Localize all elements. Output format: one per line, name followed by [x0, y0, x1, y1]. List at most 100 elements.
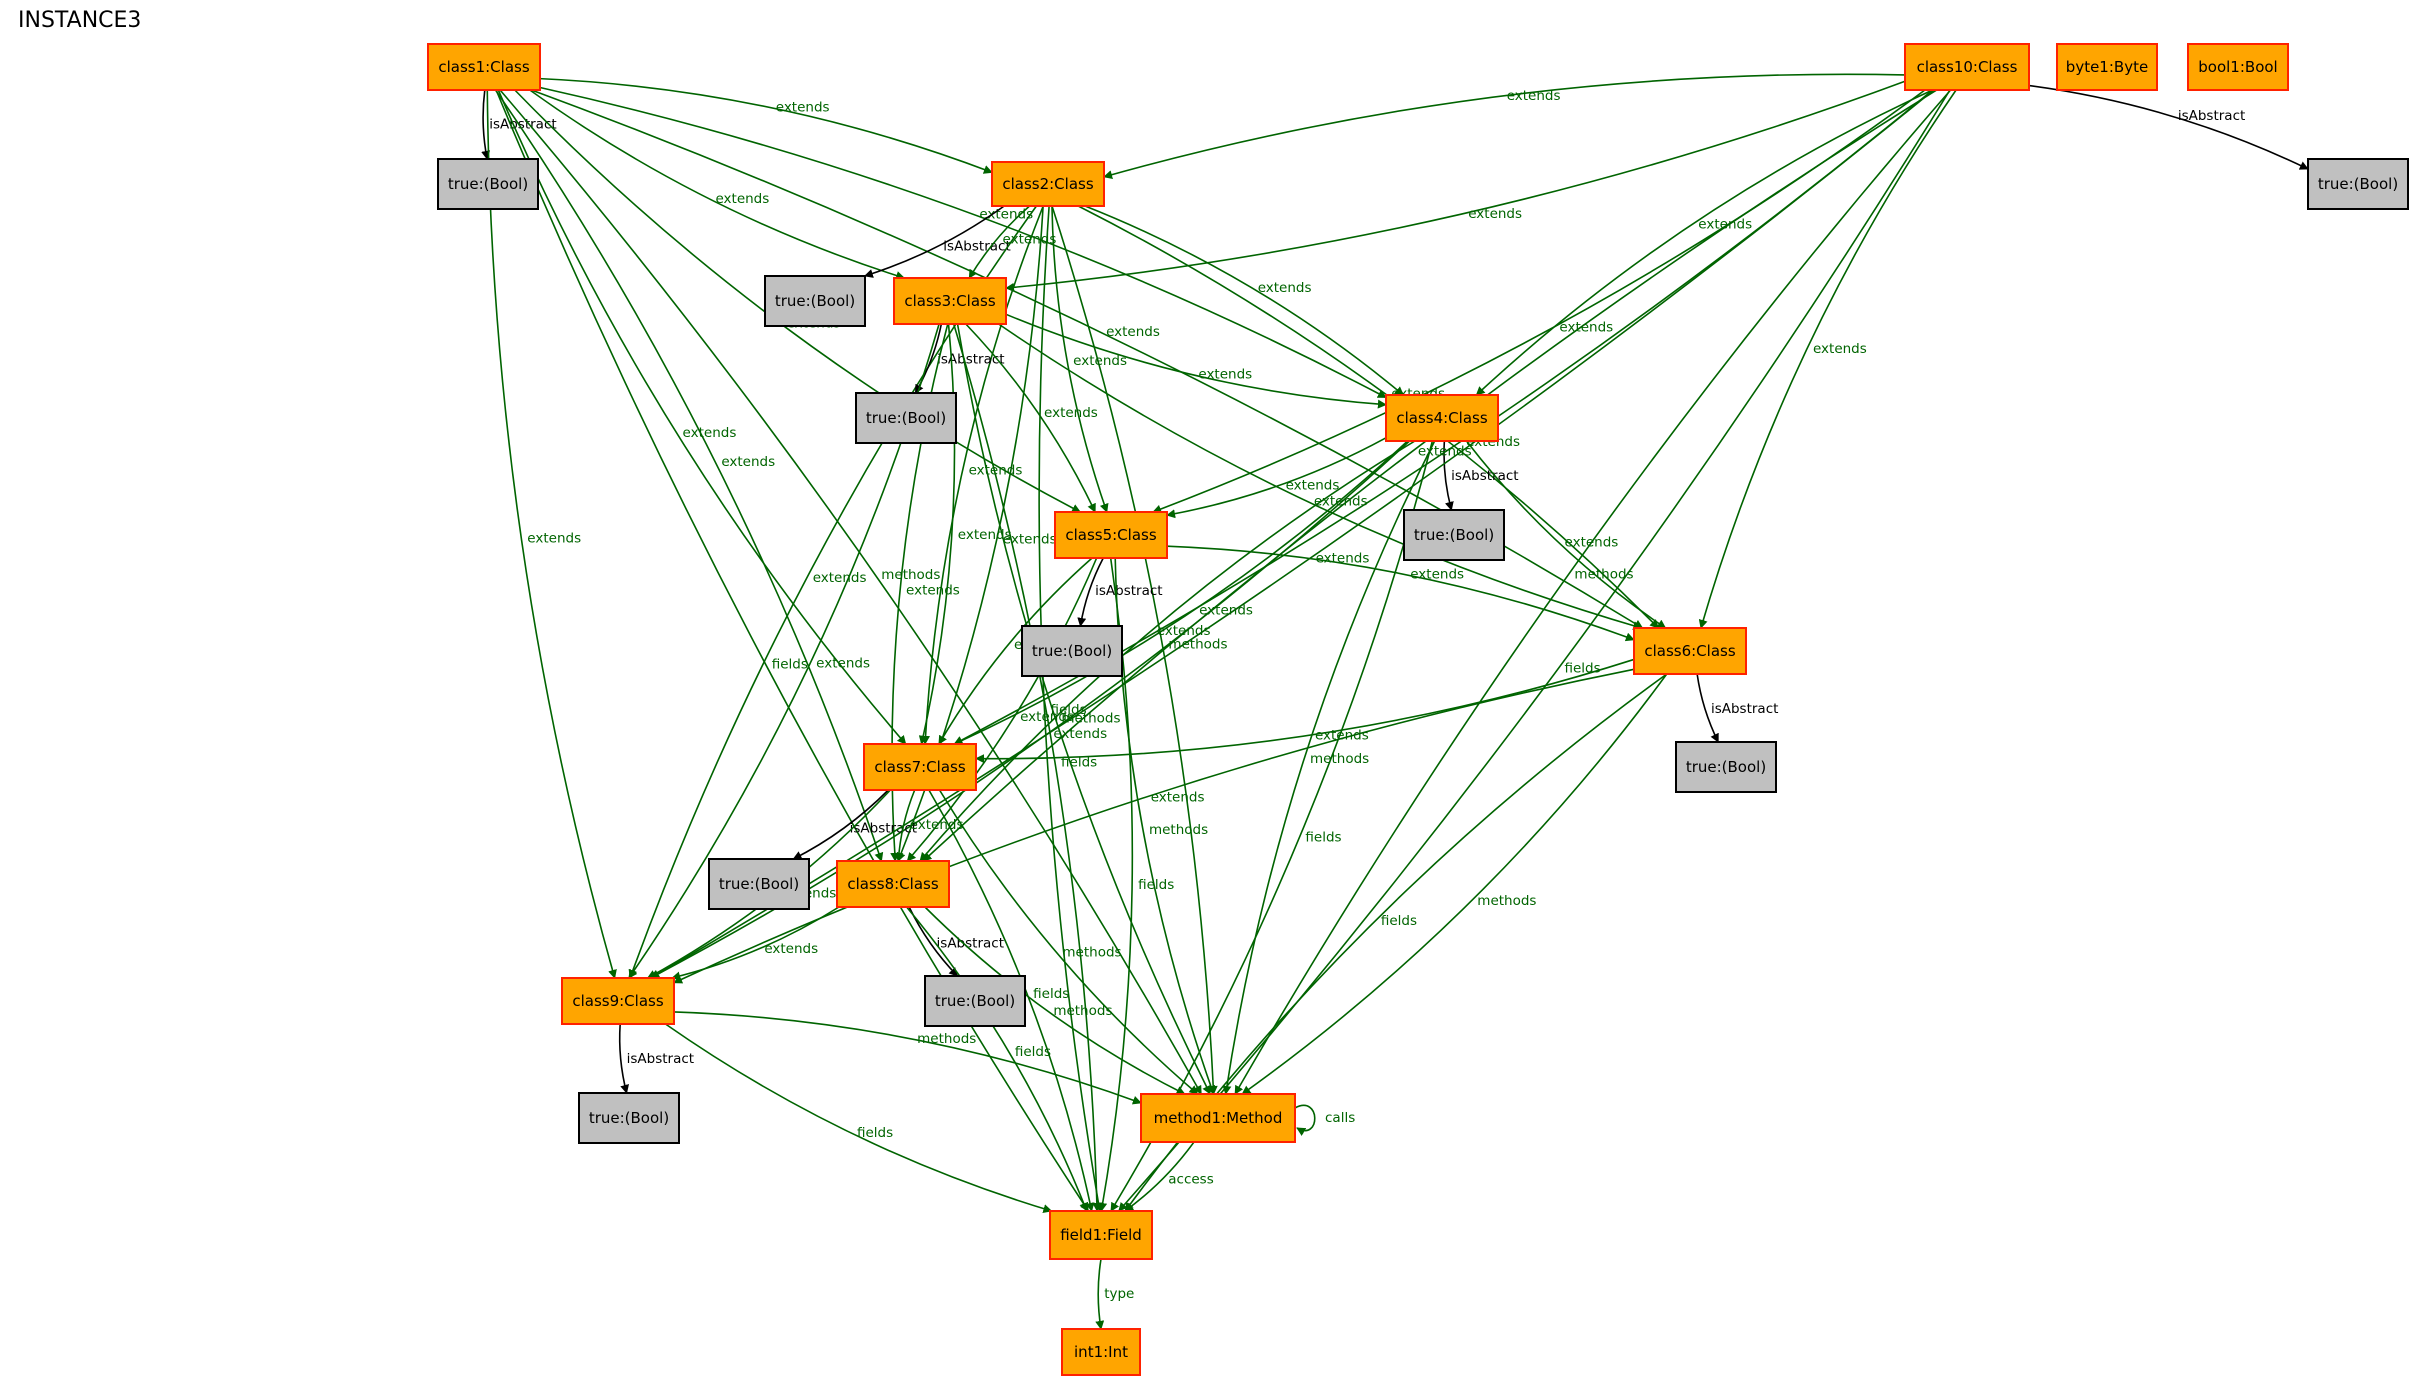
edge-c1-c2: extends	[539, 77, 993, 174]
node-c5[interactable]: class5:Class	[1054, 511, 1168, 559]
node-t5[interactable]: true:(Bool)	[1021, 625, 1123, 677]
edge-label: isAbstract	[943, 239, 1010, 255]
edge-label: extends	[910, 817, 964, 833]
edge-label: isAbstract	[489, 117, 556, 133]
edge-c10-c8: extends	[922, 89, 1938, 862]
edge-c1-c4: extends	[539, 86, 1387, 399]
node-t1[interactable]: true:(Bool)	[437, 158, 539, 210]
edge-line	[671, 906, 840, 981]
node-c1[interactable]: class1:Class	[427, 43, 541, 91]
node-t2[interactable]: true:(Bool)	[764, 275, 866, 327]
node-label: true:(Bool)	[1032, 642, 1112, 660]
node-t7[interactable]: true:(Bool)	[708, 858, 810, 910]
node-box[interactable]	[1904, 43, 2030, 91]
node-box[interactable]	[2307, 158, 2409, 210]
edge-line	[918, 323, 956, 745]
node-box[interactable]	[1403, 509, 1505, 561]
edge-label: isAbstract	[1095, 583, 1162, 599]
node-box[interactable]	[2187, 43, 2289, 91]
edge-line	[650, 89, 1935, 979]
node-t8[interactable]: true:(Bool)	[924, 975, 1026, 1027]
edge-line	[2028, 84, 2309, 170]
node-box[interactable]	[1049, 1210, 1153, 1260]
node-box[interactable]	[427, 43, 541, 91]
edge-c6-c9: extends	[673, 668, 1635, 984]
edge-c2-m1: methods	[1051, 205, 1228, 1095]
edge-c7-t7: isAbstract	[792, 789, 917, 860]
edge-line	[1051, 205, 1109, 513]
node-label: true:(Bool)	[1414, 526, 1494, 544]
edge-line	[938, 557, 1093, 745]
node-box[interactable]	[561, 977, 675, 1025]
node-c6[interactable]: class6:Class	[1633, 627, 1747, 675]
edge-label: extends	[1316, 551, 1370, 567]
node-c7[interactable]: class7:Class	[863, 743, 977, 791]
edge-label: extends	[527, 530, 581, 546]
node-c2[interactable]: class2:Class	[991, 161, 1105, 207]
node-box[interactable]	[1633, 627, 1747, 675]
node-c3[interactable]: class3:Class	[893, 277, 1007, 325]
node-c10[interactable]: class10:Class	[1904, 43, 2030, 91]
edge-c5-c8: extends	[906, 557, 1098, 862]
node-t10[interactable]: true:(Bool)	[2307, 158, 2409, 210]
edge-label: extends	[1410, 566, 1464, 582]
node-box[interactable]	[2056, 43, 2158, 91]
node-box[interactable]	[1385, 394, 1499, 442]
node-box[interactable]	[991, 161, 1105, 207]
node-t3[interactable]: true:(Bool)	[855, 392, 957, 444]
edge-line	[494, 89, 884, 862]
node-box[interactable]	[578, 1092, 680, 1144]
edge-label: extends	[1073, 353, 1127, 369]
edge-label: fields	[772, 657, 808, 673]
node-c8[interactable]: class8:Class	[836, 860, 950, 908]
node-box[interactable]	[1061, 1328, 1141, 1376]
edge-line	[928, 789, 1095, 1212]
node-i1[interactable]: int1:Int	[1061, 1328, 1141, 1376]
edge-label: fields	[857, 1125, 893, 1141]
edge-line	[1051, 205, 1218, 1095]
node-bool1[interactable]: bool1:Bool	[2187, 43, 2289, 91]
node-label: true:(Bool)	[1686, 758, 1766, 776]
edge-label: extends	[1106, 324, 1160, 340]
edge-c8-m1: methods	[924, 906, 1186, 1095]
node-c4[interactable]: class4:Class	[1385, 394, 1499, 442]
edge-label: extends	[1003, 232, 1057, 248]
node-f1[interactable]: field1:Field	[1049, 1210, 1153, 1260]
node-label: class4:Class	[1396, 409, 1487, 427]
node-c9[interactable]: class9:Class	[561, 977, 675, 1025]
edge-label: extends	[1044, 405, 1098, 421]
edge-label: methods	[1574, 567, 1633, 583]
edge-line	[1166, 545, 1635, 642]
edge-line	[1475, 89, 1933, 396]
edge-label: extends	[715, 191, 769, 207]
edge-f1-i1: type	[1095, 1258, 1134, 1330]
edge-c10-m1: methods	[1234, 89, 1952, 1095]
node-box[interactable]	[924, 975, 1026, 1027]
edge-c7-m1: methods	[938, 789, 1199, 1095]
node-box[interactable]	[1140, 1093, 1296, 1143]
node-t4[interactable]: true:(Bool)	[1403, 509, 1505, 561]
node-box[interactable]	[836, 860, 950, 908]
node-box[interactable]	[1054, 511, 1168, 559]
edge-c3-c7: extends	[918, 323, 1012, 745]
node-t6[interactable]: true:(Bool)	[1675, 741, 1777, 793]
node-t9[interactable]: true:(Bool)	[578, 1092, 680, 1144]
edge-label: isAbstract	[937, 352, 1004, 368]
edge-line	[1084, 205, 1404, 396]
node-box[interactable]	[1021, 625, 1123, 677]
node-box[interactable]	[764, 275, 866, 327]
node-box[interactable]	[863, 743, 977, 791]
node-box[interactable]	[855, 392, 957, 444]
edge-line	[495, 89, 1089, 1212]
node-box[interactable]	[437, 158, 539, 210]
node-m1[interactable]: method1:Method	[1140, 1093, 1296, 1143]
node-label: true:(Bool)	[448, 175, 528, 193]
node-box[interactable]	[708, 858, 810, 910]
node-box[interactable]	[1675, 741, 1777, 793]
node-box[interactable]	[893, 277, 1007, 325]
node-label: true:(Bool)	[935, 992, 1015, 1010]
edge-line	[998, 323, 1643, 631]
edge-label: extends	[721, 454, 775, 470]
node-byte1[interactable]: byte1:Byte	[2056, 43, 2158, 91]
